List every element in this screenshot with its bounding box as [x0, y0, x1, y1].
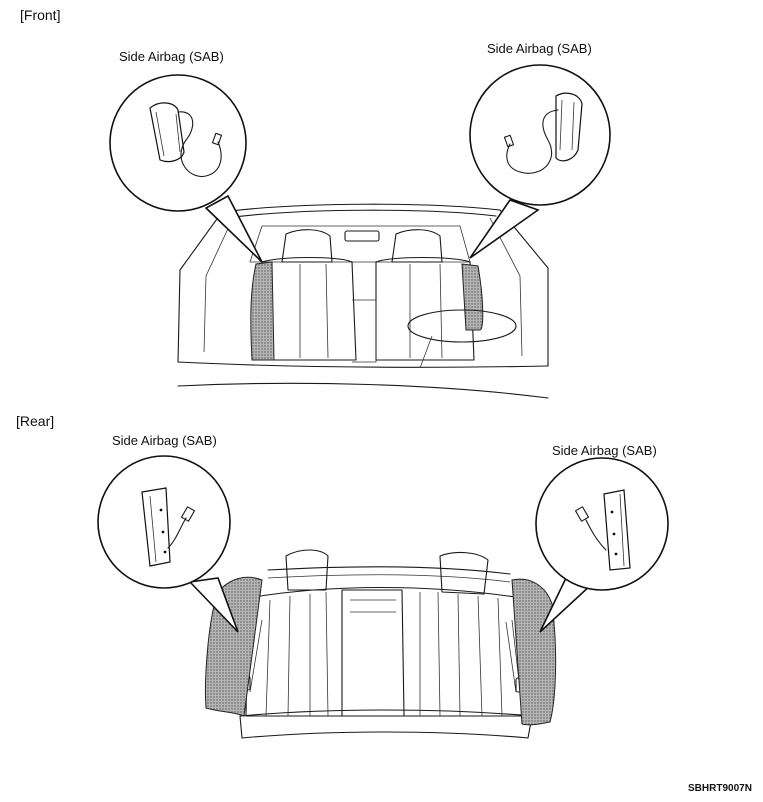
front-section-title: [Front]	[20, 7, 61, 23]
front-right-sab-module	[555, 92, 583, 162]
front-right-callout	[469, 64, 611, 259]
rear-right-sab-label: Side Airbag (SAB)	[552, 443, 657, 458]
rear-section-title: [Rear]	[16, 413, 55, 429]
rear-left-headrest	[285, 549, 329, 591]
front-right-seatback	[375, 256, 475, 361]
figure-code: SBHRT9007N	[688, 783, 752, 794]
front-left-sab-module	[149, 102, 185, 163]
front-left-airbag-area	[250, 261, 275, 361]
front-left-sab-label: Side Airbag (SAB)	[119, 49, 224, 64]
rear-left-sab-label: Side Airbag (SAB)	[112, 433, 217, 448]
rear-right-headrest	[439, 551, 489, 595]
rear-left-sab-module	[141, 487, 171, 567]
front-right-airbag-area	[461, 263, 484, 331]
rear-left-callout	[97, 455, 239, 633]
front-left-seatback	[261, 256, 357, 361]
rear-right-callout	[535, 457, 669, 633]
rear-seat-drawing	[205, 549, 557, 739]
rear-right-airbag-area	[511, 578, 557, 726]
front-left-callout	[109, 74, 263, 263]
steering-wheel	[407, 309, 517, 343]
front-interior-drawing	[177, 203, 549, 399]
front-right-sab-label: Side Airbag (SAB)	[487, 41, 592, 56]
